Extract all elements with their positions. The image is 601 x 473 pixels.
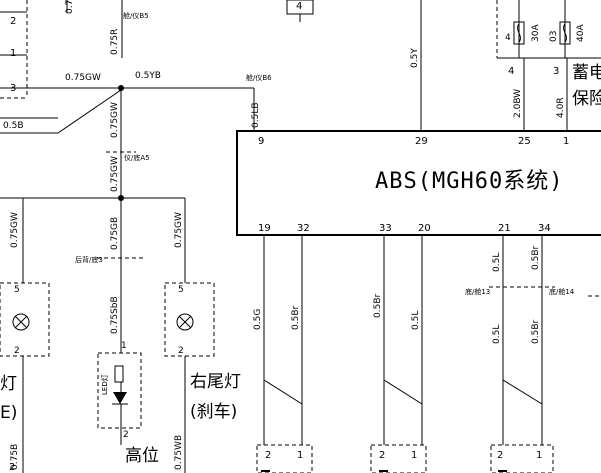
wire-label-05Br-34b: 0.5Br [531, 320, 541, 344]
wire-label-075SbB: 0.75SbB [110, 296, 120, 334]
conn-a-pin-1: 1 [297, 450, 303, 461]
wire-label-05L-20: 0.5L [411, 311, 421, 330]
abs-pin-20: 20 [418, 223, 431, 234]
fuse-pin-3: 3 [553, 66, 559, 77]
battery-label-1: 蓄电 [572, 63, 601, 83]
fuse1-num: 4 [505, 33, 511, 43]
wire-label-05G: 0.5G [253, 309, 263, 330]
wire-label-05L-21b: 0.5L [492, 325, 502, 344]
left-bottom-pin-2: 2 [9, 462, 15, 473]
right-tail-label-2: (刹车) [190, 402, 237, 422]
sensor-wires: 0.5G 0.5Br 0.5Br 0.5L 0.5L 0.5L 0.5Br 0.… [253, 235, 575, 445]
abs-module-title: ABS(MGH60系统) [375, 169, 563, 194]
left-connector-block: 2 1 3 [0, 0, 28, 99]
wire-label-075GW-v1: 0.75GW [110, 102, 120, 138]
right-tail-label-1: 右尾灯 [190, 372, 241, 392]
lamp-left-pin-5: 5 [14, 285, 20, 295]
high-mount-led: 1 LED灯 2 [97, 341, 142, 440]
led-pin-2: 2 [123, 430, 129, 440]
conn-b-pin-2: 2 [379, 450, 385, 461]
bottom-connector-b: 2 1 [370, 444, 427, 473]
abs-pin-21: 21 [498, 223, 511, 234]
conn-c-pin-1: 1 [536, 450, 542, 461]
abs-pin-19: 19 [258, 223, 271, 234]
wire-label-05Br-32: 0.5Br [291, 306, 301, 330]
wire-label-05Br-33: 0.5Br [373, 294, 383, 318]
wire-label-075B-bottom: 0.75B [10, 444, 20, 470]
wire-label-075WB: 0.75WB [174, 435, 184, 470]
fuse-30a [513, 21, 525, 45]
conn-c-pin-2: 2 [497, 450, 503, 461]
wire-label-075GW-right: 0.75GW [174, 212, 184, 248]
connector-cab-b6: 舱/仪B6 [246, 73, 272, 82]
right-tail-lamp: 5 2 [164, 282, 215, 357]
abs-pin-1: 1 [563, 136, 569, 147]
abs-pin-29: 29 [415, 136, 428, 147]
relay-pin-4: 4 [296, 1, 302, 12]
wire-label-075R-top: 0.75R [65, 0, 75, 14]
connector-rear-back3: 后背/底3 [75, 255, 103, 264]
abs-pin-33: 33 [379, 223, 392, 234]
wire-label-05Br-34a: 0.5Br [531, 246, 541, 270]
fuse-40a [559, 21, 571, 45]
abs-pin-34: 34 [538, 223, 551, 234]
wire-label-20BW: 2.0BW [513, 89, 523, 118]
lamp-left-pin-2: 2 [14, 346, 20, 356]
wire-label-075GB: 0.75GB [110, 217, 120, 250]
lamp-right-pin-2: 2 [178, 346, 184, 356]
wire-label-05L-21a: 0.5L [492, 253, 502, 272]
bottom-connector-a: 2 1 [256, 444, 313, 473]
wire-label-05LB: 0.5LB [251, 102, 261, 128]
battery-label-2: 保险 [572, 89, 601, 109]
high-mount-label: 高位 [125, 446, 159, 466]
led-pin-1: 1 [121, 341, 127, 351]
connector-cab-bs-top: 舱/仪B5 [123, 11, 149, 20]
fuse-pin-4: 4 [508, 66, 514, 77]
abs-pin-32: 32 [297, 223, 310, 234]
led-text: LED灯 [100, 374, 109, 395]
wire-label-075GW-main: 0.75GW [65, 73, 101, 83]
conn-a-pin-2: 2 [265, 450, 271, 461]
wire-label-05YB: 0.5YB [135, 71, 161, 81]
abs-pin-25: 25 [518, 136, 531, 147]
abs-pin-9: 9 [258, 136, 264, 147]
connector-inst-a5: 仪/底A5 [124, 153, 150, 162]
conn-b-pin-1: 1 [411, 450, 417, 461]
wire-label-05B: 0.5B [3, 121, 24, 131]
abs-module: ABS(MGH60系统) 9 29 25 1 19 32 33 20 21 34 [236, 130, 601, 236]
left-tail-label-1: 灯 [0, 374, 17, 394]
fuse2-amp: 40A [576, 24, 586, 42]
left-pin-2: 2 [10, 16, 16, 27]
left-tail-label-2: E) [0, 403, 17, 423]
fuse1-amp: 30A [531, 24, 541, 42]
wire-label-075GW-v2: 0.75GW [110, 156, 120, 192]
wire-label-075R: 0.75R [110, 29, 120, 55]
relay-box: 4 [286, 0, 314, 22]
wire-label-40R: 4.0R [556, 97, 566, 118]
lamp-right-pin-5: 5 [178, 285, 184, 295]
connector-bottom-cab14: 底/舱14 [549, 287, 575, 296]
wire-label-075GW-left: 0.75GW [10, 212, 20, 248]
left-pin-3: 3 [10, 83, 16, 94]
left-tail-lamp: 5 2 [0, 282, 50, 357]
fuse2-num: 03 [549, 31, 559, 42]
bottom-connector-c: 2 1 [490, 444, 554, 473]
left-pin-1: 1 [10, 48, 16, 59]
fuse-box: 4 30A 03 40A 4 3 [496, 0, 601, 77]
connector-bottom-cab13: 底/舱13 [465, 287, 490, 296]
wire-label-05Y: 0.5Y [410, 48, 420, 68]
